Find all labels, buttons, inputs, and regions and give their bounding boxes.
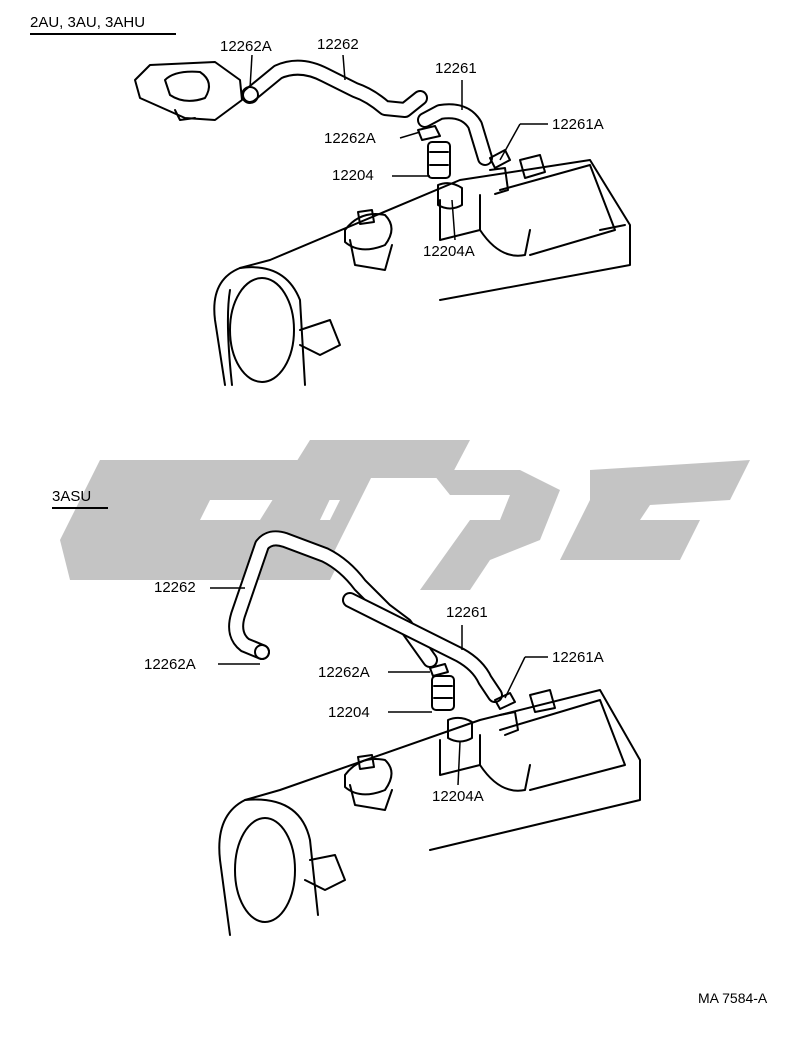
engine-valve-cover-top	[213, 154, 631, 386]
label-12261A-top: 12261A	[552, 116, 604, 133]
section-header-bottom: 3ASU	[52, 488, 92, 505]
section-header-top: 2AU, 3AU, 3AHU	[30, 14, 146, 31]
pcv-hose-top	[241, 59, 511, 210]
label-12204-top: 12204	[332, 167, 374, 184]
label-12204A-top: 12204A	[423, 243, 475, 260]
figure-id: MA 7584-A	[698, 990, 768, 1006]
label-12262-top: 12262	[317, 36, 359, 53]
section-header-underline-top	[30, 33, 176, 35]
watermark-logo	[60, 440, 750, 590]
air-cleaner-top	[134, 61, 243, 121]
label-12261-top: 12261	[435, 60, 477, 77]
engine-valve-cover-bottom	[218, 689, 641, 936]
label-12204-bottom: 12204	[328, 704, 370, 721]
leader-lines-top	[249, 54, 548, 241]
label-12262A-bottom-left: 12262A	[144, 656, 196, 673]
label-12204A-bottom: 12204A	[432, 788, 484, 805]
label-12262A-top-left: 12262A	[220, 38, 272, 55]
pcv-hose-bottom	[228, 530, 516, 743]
label-12262A-top-mid: 12262A	[324, 130, 376, 147]
leader-lines-bottom	[210, 587, 548, 786]
label-12262A-bottom-mid: 12262A	[318, 664, 370, 681]
label-12261A-bottom: 12261A	[552, 649, 604, 666]
label-12262-bottom: 12262	[154, 579, 196, 596]
label-12261-bottom: 12261	[446, 604, 488, 621]
section-header-underline-bottom	[52, 507, 108, 509]
